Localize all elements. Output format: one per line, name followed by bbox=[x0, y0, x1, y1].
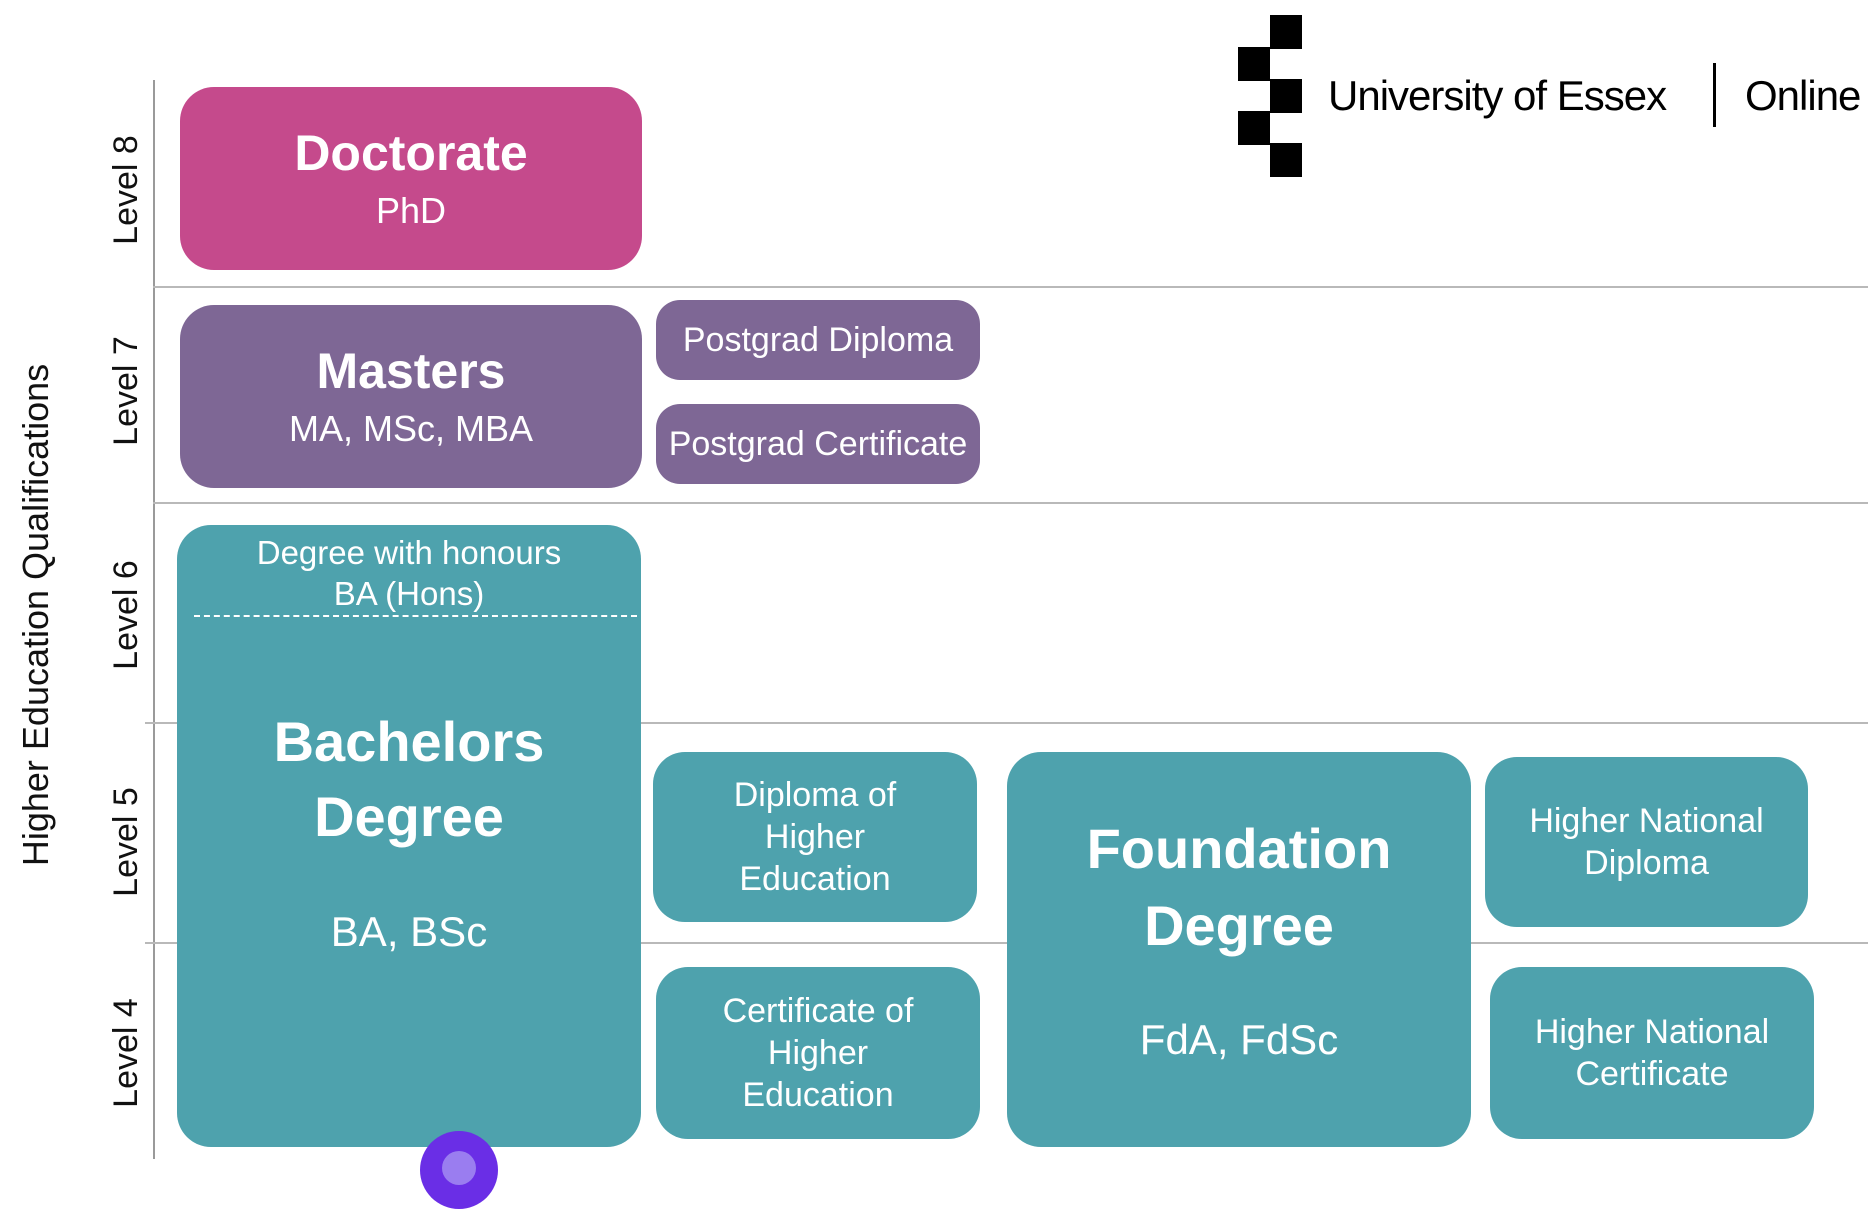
certificate-he-line2: Higher bbox=[767, 1033, 869, 1072]
diploma-he-line3: Education bbox=[739, 860, 891, 899]
masters-box: Masters MA, MSc, MBA bbox=[180, 305, 642, 488]
logo-university-name: University of Essex bbox=[1328, 72, 1667, 119]
axis-line bbox=[153, 80, 155, 1159]
hnc-line2: Certificate bbox=[1575, 1055, 1729, 1093]
foundation-subtitle: FdA, FdSc bbox=[1139, 1016, 1339, 1063]
certificate-he-line1: Certificate of bbox=[722, 991, 914, 1030]
diploma-he-line1: Diploma of bbox=[733, 775, 897, 814]
bachelors-title-line1: Bachelors bbox=[273, 710, 545, 773]
bachelors-honours-line2: BA (Hons) bbox=[333, 575, 485, 612]
doctorate-title: Doctorate bbox=[294, 124, 528, 181]
postgrad-certificate-label: Postgrad Certificate bbox=[668, 424, 968, 463]
level-7-label: Level 7 bbox=[107, 336, 145, 446]
hnd-line2: Diploma bbox=[1584, 844, 1709, 882]
postgrad-diploma-label: Postgrad Diploma bbox=[682, 320, 954, 359]
cursor-dot-inner bbox=[442, 1151, 476, 1185]
logo-divider bbox=[1713, 63, 1716, 127]
foundation-box: Foundation Degree FdA, FdSc bbox=[1007, 752, 1471, 1147]
axis-title: Higher Education Qualifications bbox=[15, 363, 56, 867]
diploma-he-line2: Higher bbox=[764, 817, 866, 856]
separator-7-6 bbox=[153, 502, 1868, 504]
doctorate-box: Doctorate PhD bbox=[180, 87, 642, 270]
bachelors-honours-line1: Degree with honours bbox=[256, 534, 562, 571]
logo-mark-square bbox=[1270, 143, 1302, 177]
logo-mark-square bbox=[1238, 47, 1270, 81]
postgrad-diploma-box: Postgrad Diploma bbox=[656, 300, 980, 380]
bachelors-subtitle: BA, BSc bbox=[330, 908, 488, 955]
certificate-he-line3: Education bbox=[742, 1076, 894, 1115]
doctorate-subtitle: PhD bbox=[375, 190, 447, 232]
masters-subtitle: MA, MSc, MBA bbox=[288, 408, 534, 450]
certificate-he-box: Certificate of Higher Education bbox=[656, 967, 980, 1139]
hnc-line1: Higher National bbox=[1534, 1012, 1770, 1051]
hnd-line1: Higher National bbox=[1529, 801, 1764, 840]
separator-8-7 bbox=[153, 286, 1868, 288]
cursor-dot-icon[interactable] bbox=[420, 1131, 498, 1209]
logo-online: Online bbox=[1745, 72, 1861, 119]
bachelors-title-line2: Degree bbox=[314, 785, 504, 848]
honours-divider bbox=[194, 615, 637, 617]
bachelors-box: Degree with honours BA (Hons) Bachelors … bbox=[177, 525, 641, 1147]
logo-mark-icon bbox=[1270, 15, 1302, 49]
hnc-box: Higher National Certificate bbox=[1490, 967, 1814, 1139]
separator-6-5 bbox=[145, 722, 1868, 724]
level-8-label: Level 8 bbox=[107, 135, 145, 245]
foundation-title-line1: Foundation bbox=[1086, 817, 1392, 880]
level-5-label: Level 5 bbox=[107, 787, 145, 897]
logo-mark-square bbox=[1238, 111, 1270, 145]
logo-mark-square bbox=[1270, 79, 1302, 113]
diploma-he-box: Diploma of Higher Education bbox=[653, 752, 977, 922]
level-4-label: Level 4 bbox=[107, 998, 145, 1108]
level-6-label: Level 6 bbox=[107, 560, 145, 670]
postgrad-certificate-box: Postgrad Certificate bbox=[656, 404, 980, 484]
masters-title: Masters bbox=[316, 342, 506, 399]
separator-5-4 bbox=[145, 942, 1868, 944]
hnd-box: Higher National Diploma bbox=[1485, 757, 1808, 927]
foundation-title-line2: Degree bbox=[1144, 894, 1334, 957]
